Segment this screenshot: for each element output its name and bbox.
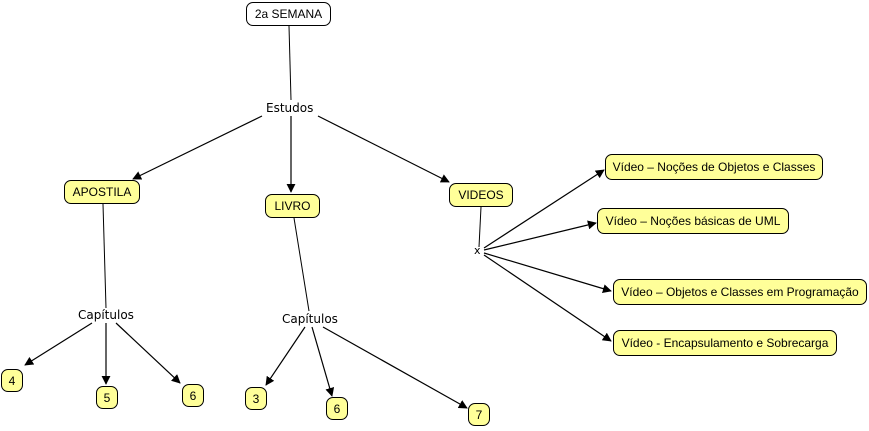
video-item-1[interactable]: Vídeo – Noções de Objetos e Classes: [605, 154, 823, 180]
root-node[interactable]: 2a SEMANA: [246, 2, 331, 26]
concept-videos[interactable]: VIDEOS: [449, 183, 513, 207]
apostila-label: APOSTILA: [72, 185, 132, 199]
videos-label: VIDEOS: [458, 188, 504, 202]
apostila-chapter-5[interactable]: 5: [96, 386, 118, 409]
livro-chapter-3[interactable]: 3: [245, 387, 267, 410]
capitulos-apostila-label: Capítulos: [78, 308, 134, 322]
livro-chapter-7[interactable]: 7: [468, 403, 490, 426]
linking-phrase-capitulos-apostila[interactable]: Capítulos: [78, 308, 134, 322]
edge-join-video4: [483, 254, 612, 342]
edge-root-estudos: [288, 25, 292, 101]
livro-chapter-6[interactable]: 6: [326, 397, 348, 420]
root-label: 2a SEMANA: [254, 7, 323, 21]
edge-estudos-videos: [317, 115, 450, 183]
edge-apostila-capitulos: [102, 203, 107, 309]
linking-phrase-estudos[interactable]: Estudos: [266, 101, 314, 115]
concept-livro[interactable]: LIVRO: [265, 194, 320, 218]
concept-apostila[interactable]: APOSTILA: [64, 180, 140, 204]
video-item-label: Vídeo – Noções básicas de UML: [605, 214, 781, 228]
apostila-chapter-6[interactable]: 6: [182, 384, 204, 407]
edge-capitulos-4: [24, 322, 93, 366]
chapter-label: 3: [252, 391, 260, 406]
edge-videos-join: [478, 206, 482, 248]
chapter-label: 6: [333, 401, 341, 416]
edge-capitulos-3: [265, 326, 306, 386]
videos-join-marker[interactable]: x: [474, 245, 481, 256]
chapter-label: 5: [103, 390, 111, 405]
edge-join-video3: [483, 252, 612, 293]
edge-livro-capitulos: [293, 217, 310, 312]
edge-capitulos-6: [115, 322, 181, 384]
video-item-label: Vídeo - Encapsulamento e Sobrecarga: [621, 336, 829, 350]
edge-capitulos-7: [322, 326, 468, 409]
edge-join-video1: [483, 169, 605, 249]
edge-estudos-apostila: [132, 115, 263, 180]
linking-phrase-capitulos-livro[interactable]: Capítulos: [282, 312, 338, 326]
apostila-chapter-4[interactable]: 4: [1, 369, 23, 392]
livro-label: LIVRO: [274, 199, 311, 213]
chapter-label: 7: [475, 407, 483, 422]
video-item-2[interactable]: Vídeo – Noções básicas de UML: [597, 208, 789, 234]
estudos-label: Estudos: [266, 101, 314, 115]
video-item-3[interactable]: Vídeo – Objetos e Classes em Programação: [613, 279, 867, 305]
video-item-label: Vídeo – Objetos e Classes em Programação: [621, 285, 859, 299]
join-label: x: [474, 244, 481, 257]
video-item-label: Vídeo – Noções de Objetos e Classes: [612, 160, 816, 174]
capitulos-livro-label: Capítulos: [282, 312, 338, 326]
edge-join-video2: [483, 220, 597, 251]
edge-capitulos-6b: [311, 326, 335, 397]
video-item-4[interactable]: Vídeo - Encapsulamento e Sobrecarga: [613, 330, 837, 356]
chapter-label: 6: [189, 388, 197, 403]
chapter-label: 4: [8, 373, 16, 388]
